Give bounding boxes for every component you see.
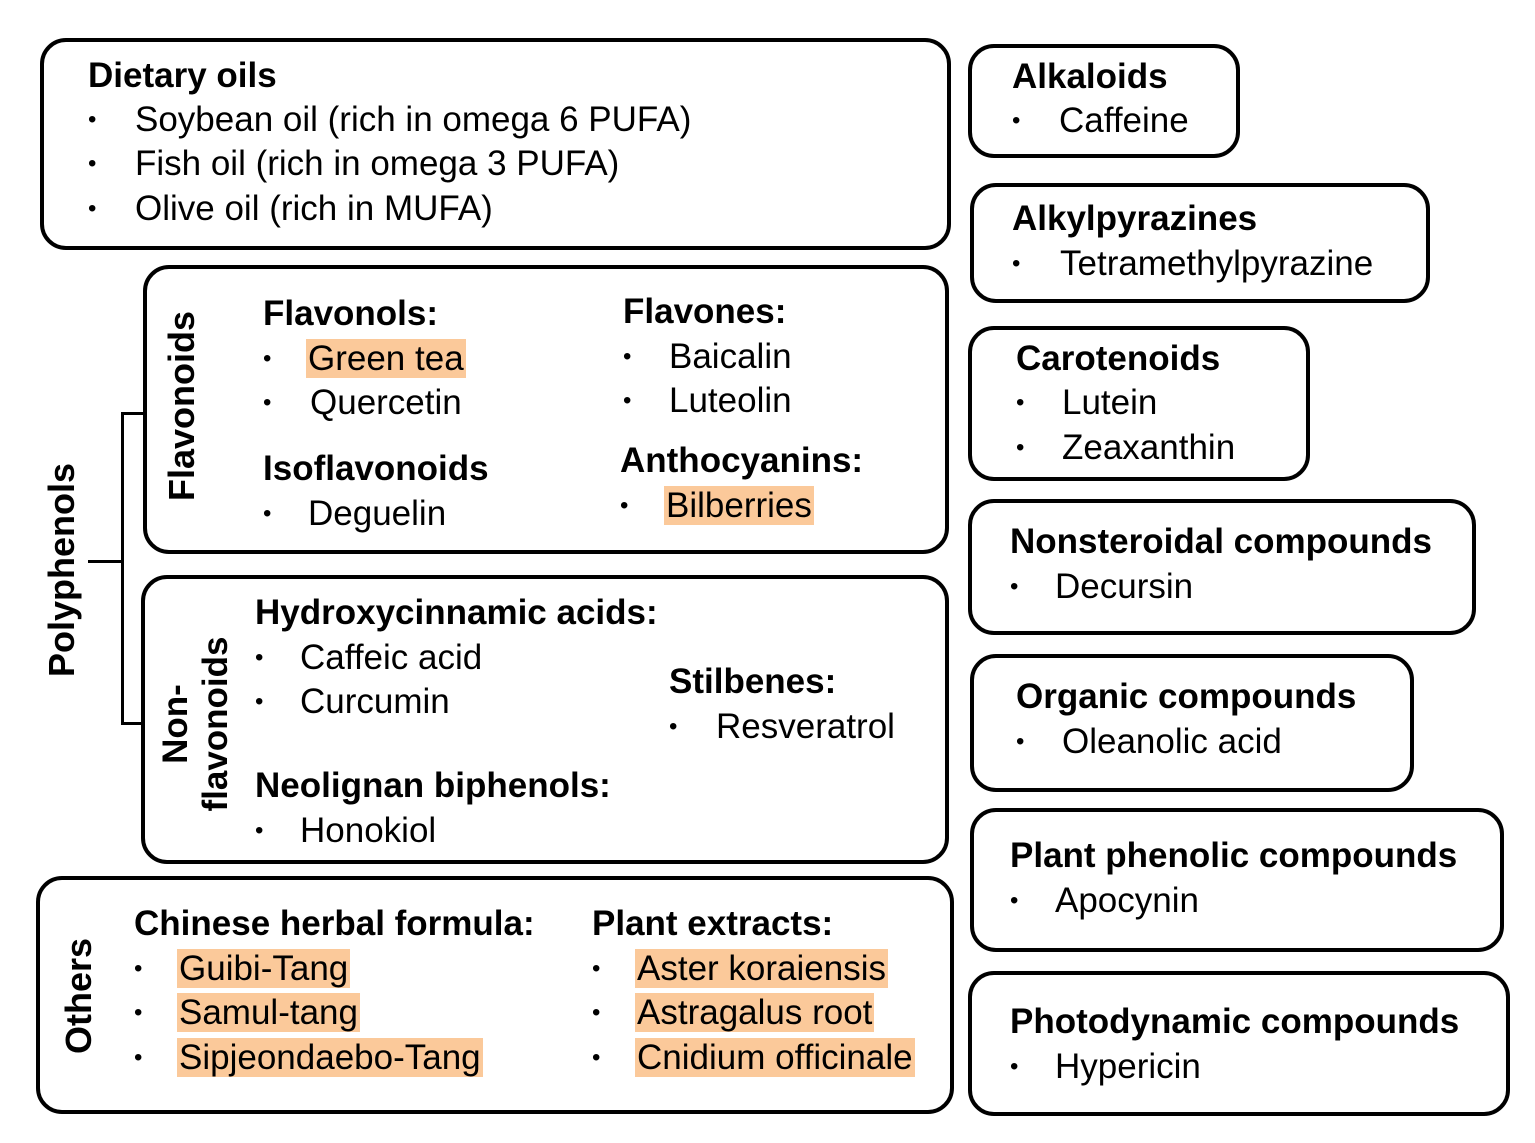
bullet: • [592,1044,601,1071]
photodynamic-box [968,971,1510,1116]
organic-item: Oleanolic acid [1062,722,1282,761]
flavonols-item: Quercetin [310,383,462,422]
bullet: • [134,999,143,1026]
hydroxycinnamic-item: Caffeic acid [300,638,483,677]
anthocyanins-title: Anthocyanins: [620,441,864,480]
anthocyanins-item: Bilberries [664,486,814,526]
flavonols-item: Green tea [306,339,466,379]
others-label: Others [58,937,99,1055]
nonsteroidal-item: Decursin [1055,567,1194,606]
bullet: • [669,713,678,740]
bullet: • [255,644,264,671]
alkylpyrazines-title: Alkylpyrazines [1012,199,1258,238]
highlighted-item: Samul-tang [177,993,360,1032]
isoflavonoids-title: Isoflavonoids [263,449,489,488]
bullet: • [1010,1053,1019,1080]
carotenoids-box [968,326,1310,481]
hydroxycinnamic-item: Curcumin [300,682,450,721]
plant-phenolic-box [970,808,1504,952]
bullet: • [263,500,272,527]
non-flavonoids-label-line1: Non- [156,684,195,764]
neolignan-item: Honokiol [300,811,437,850]
flavones-item: Luteolin [669,381,792,420]
photodynamic-item: Hypericin [1055,1047,1201,1086]
bracket-bottom [121,722,145,725]
bullet: • [1012,250,1021,277]
highlighted-item: Sipjeondaebo-Tang [177,1038,483,1077]
dietary-oils-title: Dietary oils [88,56,277,95]
non-flavonoids-label: Non- flavonoids [156,636,236,811]
organic-box [970,654,1414,792]
bullet: • [1016,434,1025,461]
carotenoids-item: Lutein [1062,383,1158,422]
bullet: • [620,492,629,519]
bullet: • [263,345,272,372]
highlighted-item: Guibi-Tang [177,949,351,988]
flavonols-title: Flavonols: [263,294,439,333]
alkaloids-item: Caffeine [1059,101,1189,140]
chinese-herbal-item: Sipjeondaebo-Tang [177,1038,483,1078]
hydroxycinnamic-title: Hydroxycinnamic acids: [255,593,658,632]
highlighted-item: Aster koraiensis [635,949,888,988]
bullet: • [623,387,632,414]
bracket-top [121,412,145,415]
chinese-herbal-title: Chinese herbal formula: [134,904,535,943]
plant-extracts-item: Aster koraiensis [635,949,888,989]
polyphenols-label: Polyphenols [41,462,82,678]
nonsteroidal-box [968,499,1476,635]
bullet: • [255,817,264,844]
highlighted-item: Bilberries [664,486,814,525]
bullet: • [1012,107,1021,134]
stilbenes-title: Stilbenes: [669,662,837,701]
bullet: • [134,1044,143,1071]
flavones-title: Flavones: [623,292,787,331]
flavonoids-label: Flavonoids [161,310,202,502]
plant-phenolic-item: Apocynin [1055,881,1199,920]
nonsteroidal-title: Nonsteroidal compounds [1010,522,1432,561]
bullet: • [263,389,272,416]
bullet: • [1016,389,1025,416]
plant-phenolic-title: Plant phenolic compounds [1010,836,1458,875]
dietary-oil-item: Fish oil (rich in omega 3 PUFA) [135,144,620,183]
alkylpyrazines-item: Tetramethylpyrazine [1060,244,1374,283]
dietary-oil-item: Olive oil (rich in MUFA) [135,189,493,228]
photodynamic-title: Photodynamic compounds [1010,1002,1460,1041]
bracket-vertical [121,412,124,724]
highlighted-item: Astragalus root [635,993,875,1032]
carotenoids-title: Carotenoids [1016,339,1221,378]
carotenoids-item: Zeaxanthin [1062,428,1236,467]
flavones-item: Baicalin [669,337,792,376]
alkylpyrazines-box [970,183,1430,303]
bullet: • [592,999,601,1026]
chinese-herbal-item: Guibi-Tang [177,949,351,989]
highlighted-item: Cnidium officinale [635,1038,915,1077]
stilbenes-item: Resveratrol [716,707,895,746]
plant-extracts-title: Plant extracts: [592,904,834,943]
chinese-herbal-item: Samul-tang [177,993,360,1033]
bullet: • [88,106,97,133]
neolignan-title: Neolignan biphenols: [255,766,611,805]
non-flavonoids-label-line2: flavonoids [196,636,235,812]
bullet: • [1010,573,1019,600]
highlighted-item: Green tea [306,339,466,378]
bullet: • [134,955,143,982]
bullet: • [1016,728,1025,755]
plant-extracts-item: Astragalus root [635,993,875,1033]
plant-extracts-item: Cnidium officinale [635,1038,915,1078]
organic-title: Organic compounds [1016,677,1357,716]
bullet: • [255,688,264,715]
bullet: • [592,955,601,982]
non-flavonoids-box [141,575,949,864]
dietary-oil-item: Soybean oil (rich in omega 6 PUFA) [135,100,692,139]
flavonoids-box [143,265,949,554]
bullet: • [623,343,632,370]
isoflavonoids-item: Deguelin [308,494,447,533]
bullet: • [88,195,97,222]
bullet: • [88,150,97,177]
dietary-oils-box [40,38,951,250]
alkaloids-box [968,44,1240,158]
alkaloids-title: Alkaloids [1012,57,1168,96]
bracket-stem [88,560,123,563]
bullet: • [1010,887,1019,914]
